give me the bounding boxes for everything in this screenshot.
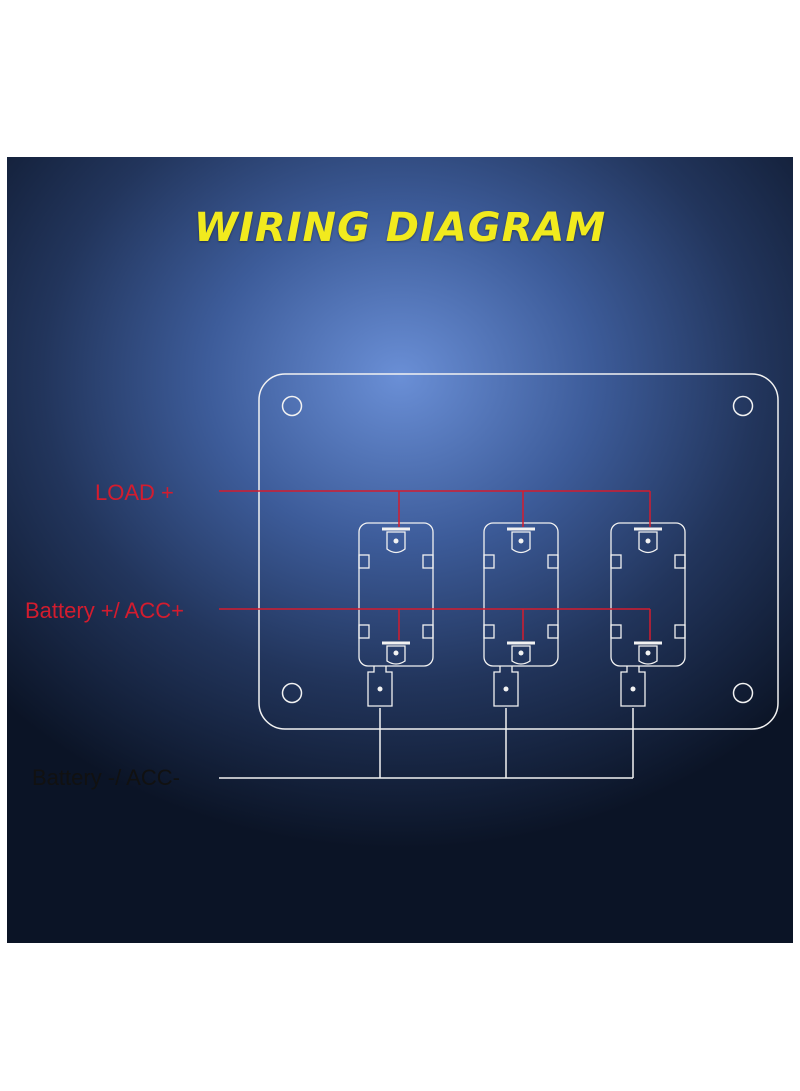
ground-terminal — [367, 666, 393, 707]
terminal-hole — [393, 650, 399, 656]
switch-side-notch — [547, 554, 559, 569]
spade-terminal — [638, 645, 658, 665]
mount-hole — [281, 395, 303, 417]
switch-side-notch — [610, 554, 622, 569]
terminal-hole — [393, 538, 399, 544]
switch-side-notch — [358, 624, 370, 639]
spade-terminal — [386, 645, 406, 665]
mount-hole — [281, 682, 303, 704]
spade-terminal — [511, 645, 531, 665]
switch-side-notch — [422, 624, 434, 639]
switch-side-notch — [358, 554, 370, 569]
ground-terminal — [493, 666, 519, 707]
battery-positive-wire — [219, 608, 651, 640]
battery-negative-wire — [219, 708, 634, 779]
rocker-switch-body — [483, 522, 559, 667]
diagram-title: WIRING DIAGRAM — [193, 205, 607, 251]
terminal-hole — [518, 538, 524, 544]
switch-side-notch — [422, 554, 434, 569]
switch-side-notch — [674, 624, 686, 639]
switch-side-notch — [674, 554, 686, 569]
battery-negative-label: Battery -/ ACC- — [32, 765, 180, 790]
switch-panel-plate — [258, 373, 779, 730]
spade-terminal — [638, 531, 658, 554]
load-positive-wire — [219, 490, 651, 527]
battery-positive-label: Battery +/ ACC+ — [25, 598, 184, 623]
switch-side-notch — [483, 554, 495, 569]
mount-hole — [732, 395, 754, 417]
rocker-switch-body — [358, 522, 434, 667]
diagram-background — [7, 157, 793, 943]
terminal-hole — [645, 650, 651, 656]
mount-hole — [732, 682, 754, 704]
terminal-hole — [503, 686, 509, 692]
ground-terminal — [620, 666, 646, 707]
load-positive-label: LOAD + — [95, 480, 174, 505]
switch-side-notch — [483, 624, 495, 639]
switch-side-notch — [610, 624, 622, 639]
switch-group — [358, 522, 686, 707]
spade-terminal — [386, 531, 406, 554]
rocker-switch-body — [610, 522, 686, 667]
terminal-hole — [630, 686, 636, 692]
spade-terminal — [511, 531, 531, 554]
switch-side-notch — [547, 624, 559, 639]
terminal-hole — [645, 538, 651, 544]
terminal-hole — [518, 650, 524, 656]
terminal-hole — [377, 686, 383, 692]
